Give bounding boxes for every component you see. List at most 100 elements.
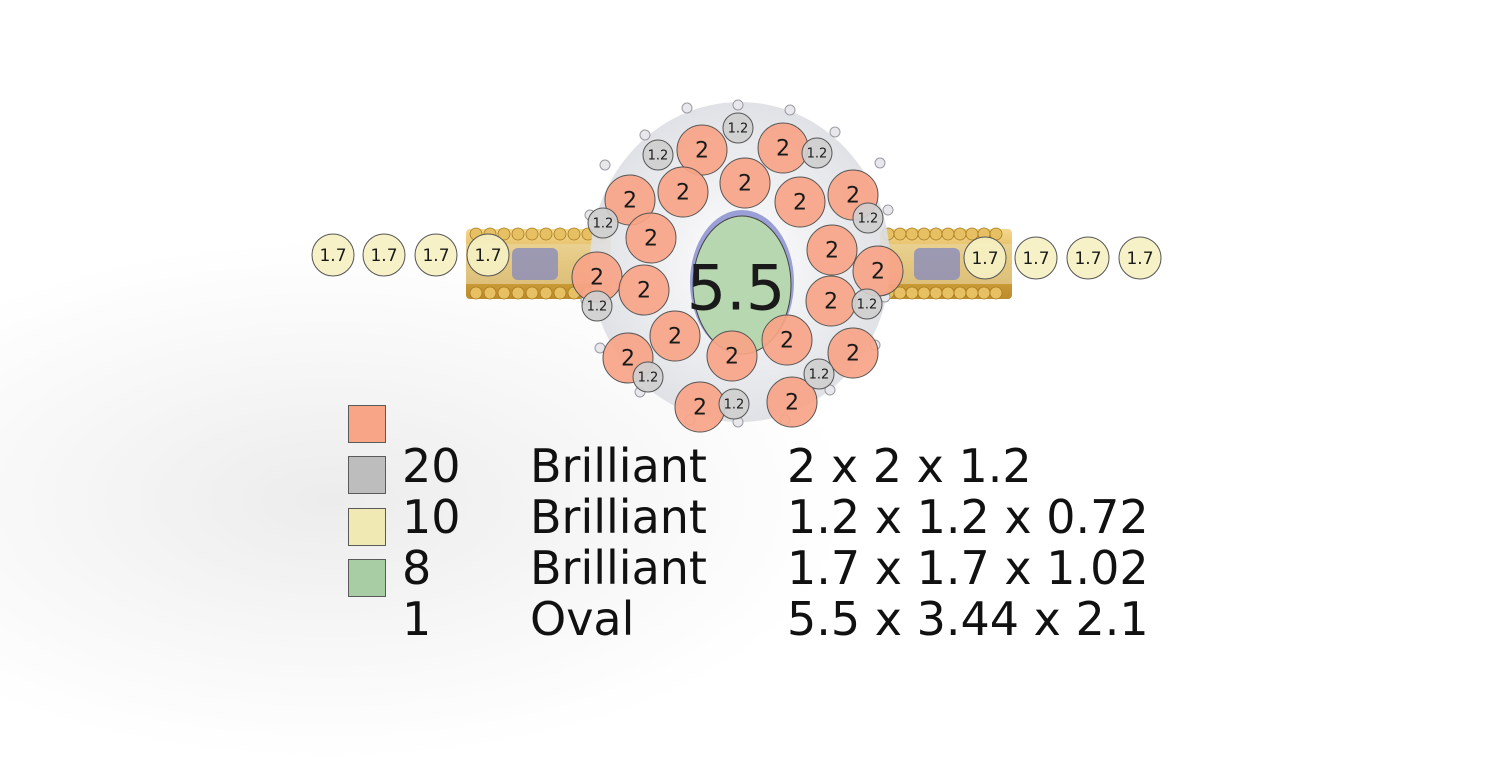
- stone-2mm: 2: [649, 310, 701, 362]
- stone-1-2mm: 1.2: [581, 290, 613, 322]
- stone-2mm: 2: [806, 224, 858, 276]
- stone-1-7mm: 1.7: [1066, 236, 1110, 280]
- svg-text:2: 2: [824, 290, 838, 315]
- svg-text:2: 2: [846, 342, 860, 367]
- svg-text:1.7: 1.7: [319, 246, 346, 266]
- band-bead: [989, 286, 1003, 300]
- svg-text:2: 2: [695, 139, 709, 164]
- svg-text:2: 2: [825, 239, 839, 264]
- stone-2mm: 2: [757, 122, 809, 174]
- prong: [599, 159, 611, 171]
- svg-text:1.7: 1.7: [422, 246, 449, 266]
- band-bead: [905, 227, 919, 241]
- svg-text:2: 2: [637, 279, 651, 304]
- legend-count-3: 8: [402, 541, 432, 595]
- band-bead: [953, 286, 967, 300]
- legend-shape-2: Brilliant: [530, 490, 707, 544]
- legend-shape-4: Oval: [530, 592, 635, 646]
- svg-text:2: 2: [785, 391, 799, 416]
- band-bead: [929, 227, 943, 241]
- band-bead: [525, 286, 539, 300]
- stone-1-2mm: 1.2: [803, 358, 835, 390]
- stone-1-7mm: 1.7: [1014, 236, 1058, 280]
- band-bead: [941, 286, 955, 300]
- svg-text:2: 2: [793, 191, 807, 216]
- stone-1-7mm: 1.7: [414, 233, 458, 277]
- band-bead: [497, 227, 511, 241]
- band-bead: [941, 227, 955, 241]
- stone-1-7mm: 1.7: [362, 233, 406, 277]
- svg-text:2: 2: [623, 189, 637, 214]
- stone-2mm: 2: [827, 327, 879, 379]
- svg-text:2: 2: [871, 260, 885, 285]
- band-bead: [917, 227, 931, 241]
- svg-text:1.2: 1.2: [648, 149, 669, 164]
- svg-text:2: 2: [590, 266, 604, 291]
- svg-text:2: 2: [780, 329, 794, 354]
- band-bead: [953, 227, 967, 241]
- svg-text:1.2: 1.2: [858, 212, 879, 227]
- band-bead: [525, 227, 539, 241]
- band-bead: [905, 286, 919, 300]
- center-stone-label: 5.5: [687, 252, 786, 325]
- legend-dimensions-3: 1.7 x 1.7 x 1.02: [787, 541, 1149, 595]
- band-bead: [965, 286, 979, 300]
- ring-band: [466, 229, 1012, 299]
- prong: [681, 102, 693, 114]
- stone-2mm: 2: [774, 176, 826, 228]
- svg-text:2: 2: [676, 181, 690, 206]
- stone-1-7mm: 1.7: [1118, 236, 1162, 280]
- svg-text:2: 2: [846, 184, 860, 209]
- band-bead: [567, 227, 581, 241]
- legend-swatch-orange: [348, 405, 386, 443]
- stone-1-2mm: 1.2: [852, 202, 884, 234]
- legend-swatch-yellow: [348, 508, 386, 546]
- stone-1-2mm: 1.2: [851, 288, 883, 320]
- svg-text:1.2: 1.2: [593, 217, 614, 232]
- stone-2mm: 2: [761, 314, 813, 366]
- band-bead: [893, 227, 907, 241]
- stone-2mm: 2: [604, 174, 656, 226]
- legend-dimensions-2: 1.2 x 1.2 x 0.72: [787, 490, 1149, 544]
- svg-text:1.2: 1.2: [857, 298, 878, 313]
- band-bead: [483, 286, 497, 300]
- stone-1-2mm: 1.2: [718, 388, 750, 420]
- svg-text:1.2: 1.2: [724, 398, 745, 413]
- stone-2mm: 2: [657, 166, 709, 218]
- band-bead: [511, 286, 525, 300]
- svg-text:1.2: 1.2: [809, 368, 830, 383]
- stone-2mm: 2: [571, 251, 623, 303]
- svg-text:1.2: 1.2: [728, 122, 749, 137]
- band-bead: [977, 286, 991, 300]
- svg-text:1.2: 1.2: [638, 371, 659, 386]
- stone-1-2mm: 1.2: [642, 139, 674, 171]
- band-bead: [539, 227, 553, 241]
- prong: [639, 129, 651, 141]
- band-bead: [497, 286, 511, 300]
- stone-2mm: 2: [674, 381, 726, 433]
- band-bead: [553, 227, 567, 241]
- prong: [732, 99, 744, 111]
- stone-2mm: 2: [805, 275, 857, 327]
- legend-shape-3: Brilliant: [530, 541, 707, 595]
- stone-1-2mm: 1.2: [722, 112, 754, 144]
- legend-dimensions-4: 5.5 x 3.44 x 2.1: [787, 592, 1149, 646]
- stone-2mm: 2: [618, 264, 670, 316]
- prong: [882, 204, 894, 216]
- legend-swatch-green: [348, 559, 386, 597]
- stone-1-7mm: 1.7: [963, 236, 1007, 280]
- prong: [829, 126, 841, 138]
- band-bead: [965, 227, 979, 241]
- prong: [874, 157, 886, 169]
- svg-text:2: 2: [725, 345, 739, 370]
- legend-count-2: 10: [402, 490, 461, 544]
- legend-shape-1: Brilliant: [530, 439, 707, 493]
- legend-dimensions-1: 2 x 2 x 1.2: [787, 439, 1032, 493]
- prong: [824, 384, 836, 396]
- stone-1-2mm: 1.2: [632, 361, 664, 393]
- band-bead: [511, 227, 525, 241]
- stone-2mm: 2: [852, 245, 904, 297]
- svg-text:1.7: 1.7: [971, 249, 998, 269]
- band-bead: [929, 286, 943, 300]
- svg-text:2: 2: [668, 325, 682, 350]
